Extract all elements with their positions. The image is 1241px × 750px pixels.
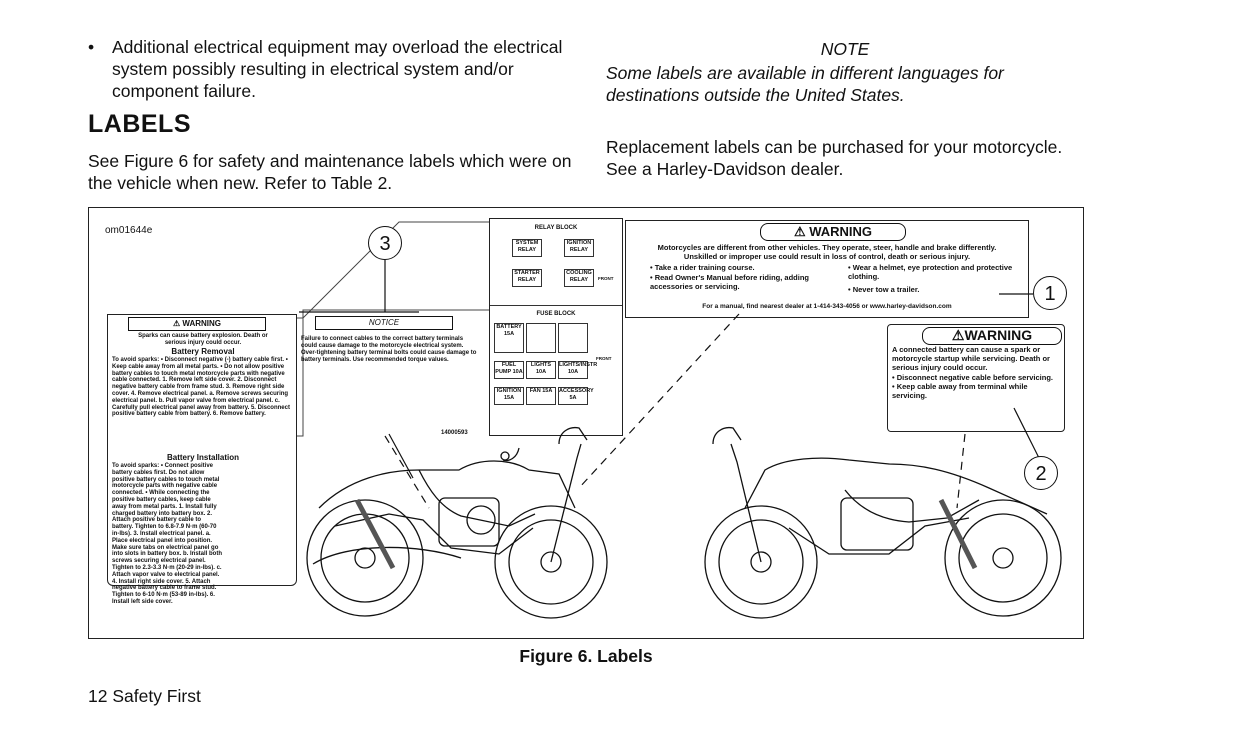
notice-title: NOTICE <box>315 316 453 330</box>
warning-1-title: ⚠ WARNING <box>760 223 906 241</box>
relay-front: FRONT <box>598 276 614 281</box>
warning-2-bullet-a: • Disconnect negative cable before servi… <box>892 373 1054 382</box>
relay-block-title: RELAY BLOCK <box>534 225 578 231</box>
relay-starter: STARTER RELAY <box>512 269 542 287</box>
fuse-ignition: IGNITION 15A <box>494 387 524 405</box>
notice-part-number: 14000593 <box>441 430 468 436</box>
fuse-block-title: FUSE BLOCK <box>536 311 576 317</box>
warning-2-title: ⚠WARNING <box>922 327 1062 345</box>
figure-drawings <box>299 260 1062 619</box>
figure-frame: om01644e ⚠ WARNING Sparks can cause batt… <box>88 207 1084 639</box>
replacement-text: Replacement labels can be purchased for … <box>606 137 1063 179</box>
fuse-fan: FAN 15A <box>526 387 556 405</box>
fuse-fuel-pump: FUEL PUMP 10A <box>494 361 524 379</box>
battery-warning-title: ⚠ WARNING <box>128 317 266 331</box>
warning-1-line1: Motorcycles are different from other veh… <box>657 243 997 252</box>
battery-label: ⚠ WARNING Sparks can cause battery explo… <box>107 314 297 605</box>
battery-removal-title: Battery Removal <box>171 347 235 356</box>
battery-spark-warning: Sparks can cause battery explosion. Deat… <box>138 333 268 346</box>
note-heading: NOTE <box>820 39 870 59</box>
battery-removal-text: To avoid sparks: • Disconnect negative (… <box>112 357 290 418</box>
bullet-text: Additional electrical equipment may over… <box>112 37 563 101</box>
callout-1: 1 <box>1033 276 1067 310</box>
warning-1-footer: For a manual, find nearest dealer at 1-4… <box>702 303 952 310</box>
fuse-front: FRONT <box>596 356 612 361</box>
fuse-lights: LIGHTS 10A <box>526 361 556 379</box>
warning-2-text: A connected battery can cause a spark or… <box>892 345 1050 372</box>
figure-caption: Figure 6. Labels <box>519 646 653 666</box>
figure-id: om01644e <box>105 225 153 236</box>
fuse-blank-2 <box>558 323 588 353</box>
battery-install-text: To avoid sparks: • Connect positive batt… <box>112 463 223 605</box>
warning-label-2: ⚠WARNING A connected battery can cause a… <box>887 324 1065 432</box>
warning-1-bullet-d: • Never tow a trailer. <box>848 285 920 294</box>
fuse-blank-1 <box>526 323 556 353</box>
battery-install-title: Battery Installation <box>166 453 239 462</box>
relay-fuse-label: RELAY BLOCK SYSTEM RELAY IGNITION RELAY … <box>489 218 623 436</box>
warning-1-bullet-c: • Wear a helmet, eye protection and prot… <box>848 263 1013 281</box>
page-footer: 12 Safety First <box>88 686 201 706</box>
fuse-lights-instr: LIGHTS/INSTR 10A <box>558 361 597 379</box>
fuse-accessory: ACCESSORY 5A <box>558 387 594 405</box>
fuse-battery: BATTERY 15A <box>494 323 524 353</box>
warning-label-1: ⚠ WARNING Motorcycles are different from… <box>625 220 1029 318</box>
labels-heading: LABELS <box>88 110 191 138</box>
callout-2: 2 <box>1024 456 1058 490</box>
notice-text: Failure to connect cables to the correct… <box>301 336 477 363</box>
callout-3: 3 <box>368 226 402 260</box>
warning-1-bullet-a: • Take a rider training course. <box>650 263 755 272</box>
labels-paragraph: See Figure 6 for safety and maintenance … <box>88 151 572 193</box>
relay-system: SYSTEM RELAY <box>512 239 542 257</box>
warning-1-line2: Unskilled or improper use could result i… <box>683 252 971 261</box>
note-text: Some labels are available in different l… <box>606 63 1004 105</box>
relay-cooling: COOLING RELAY <box>564 269 594 287</box>
bullet-dot: • <box>88 37 95 57</box>
notice-label: NOTICE Failure to connect cables to the … <box>301 314 497 436</box>
warning-2-bullet-b: • Keep cable away from terminal while se… <box>892 382 1028 400</box>
warning-1-bullet-b: • Read Owner's Manual before riding, add… <box>650 273 810 291</box>
relay-ignition: IGNITION RELAY <box>564 239 594 257</box>
